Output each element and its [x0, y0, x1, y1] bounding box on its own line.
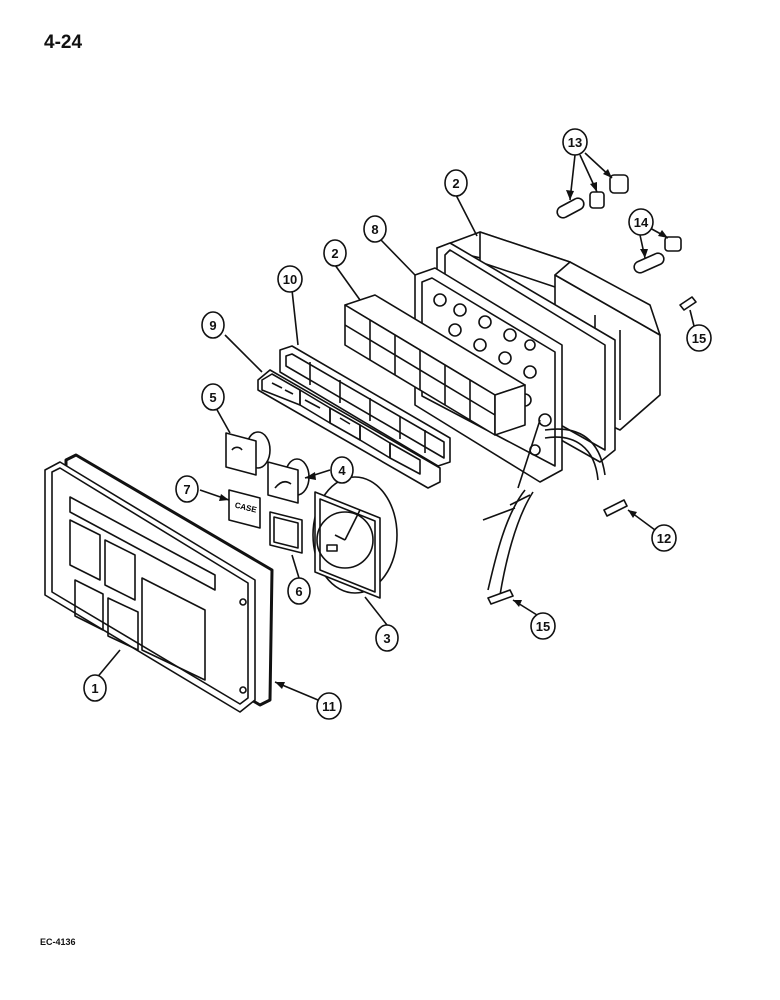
bulb: [633, 236, 682, 274]
front-housing: [344, 294, 526, 436]
callout-15-right: 15: [686, 324, 712, 352]
callout-9: 9: [201, 311, 225, 339]
figure-code: EC-4136: [40, 937, 76, 947]
callout-10: 10: [277, 265, 303, 293]
callout-12: 12: [651, 524, 677, 552]
svg-text:2: 2: [452, 176, 459, 191]
callout-11: 11: [316, 692, 342, 720]
callout-15-bottom: 15: [530, 612, 556, 640]
svg-text:2: 2: [331, 246, 338, 261]
svg-text:7: 7: [183, 482, 190, 497]
case-badge: [228, 489, 261, 529]
callout-7: 7: [175, 475, 199, 503]
svg-text:6: 6: [295, 584, 302, 599]
callout-14: 14: [628, 208, 654, 236]
svg-text:15: 15: [692, 331, 706, 346]
callout-2-rear: 2: [444, 169, 468, 197]
arrowheads: [219, 169, 668, 689]
svg-text:5: 5: [209, 390, 216, 405]
gauge: [312, 476, 398, 599]
svg-text:15: 15: [536, 619, 550, 634]
callout-4: 4: [330, 456, 354, 484]
svg-text:14: 14: [634, 215, 649, 230]
callout-3: 3: [375, 624, 399, 652]
callout-5: 5: [201, 383, 225, 411]
callout-1: 1: [83, 674, 107, 702]
svg-text:13: 13: [568, 135, 582, 150]
callout-13: 13: [562, 128, 588, 156]
svg-text:4: 4: [338, 463, 346, 478]
svg-text:12: 12: [657, 531, 671, 546]
svg-text:9: 9: [209, 318, 216, 333]
svg-text:11: 11: [322, 699, 336, 714]
blank-cover: [269, 511, 303, 554]
wiring-harness: [482, 419, 606, 596]
lens-strip: [257, 369, 441, 489]
instrument-bezel: [44, 461, 256, 713]
page-number: 4-24: [44, 32, 83, 53]
screws: [487, 296, 697, 605]
svg-text:3: 3: [383, 631, 390, 646]
svg-text:8: 8: [371, 222, 378, 237]
svg-text:1: 1: [91, 681, 98, 696]
svg-text:10: 10: [283, 272, 297, 287]
callout-8: 8: [363, 215, 387, 243]
bezel-frame: [279, 345, 451, 467]
callout-2-front: 2: [323, 239, 347, 267]
callouts: 1 2 2 3 4 5 6 7: [83, 128, 712, 720]
callout-6: 6: [287, 577, 311, 605]
module-small-gauge: [267, 458, 310, 504]
module-fuel: [225, 431, 271, 476]
